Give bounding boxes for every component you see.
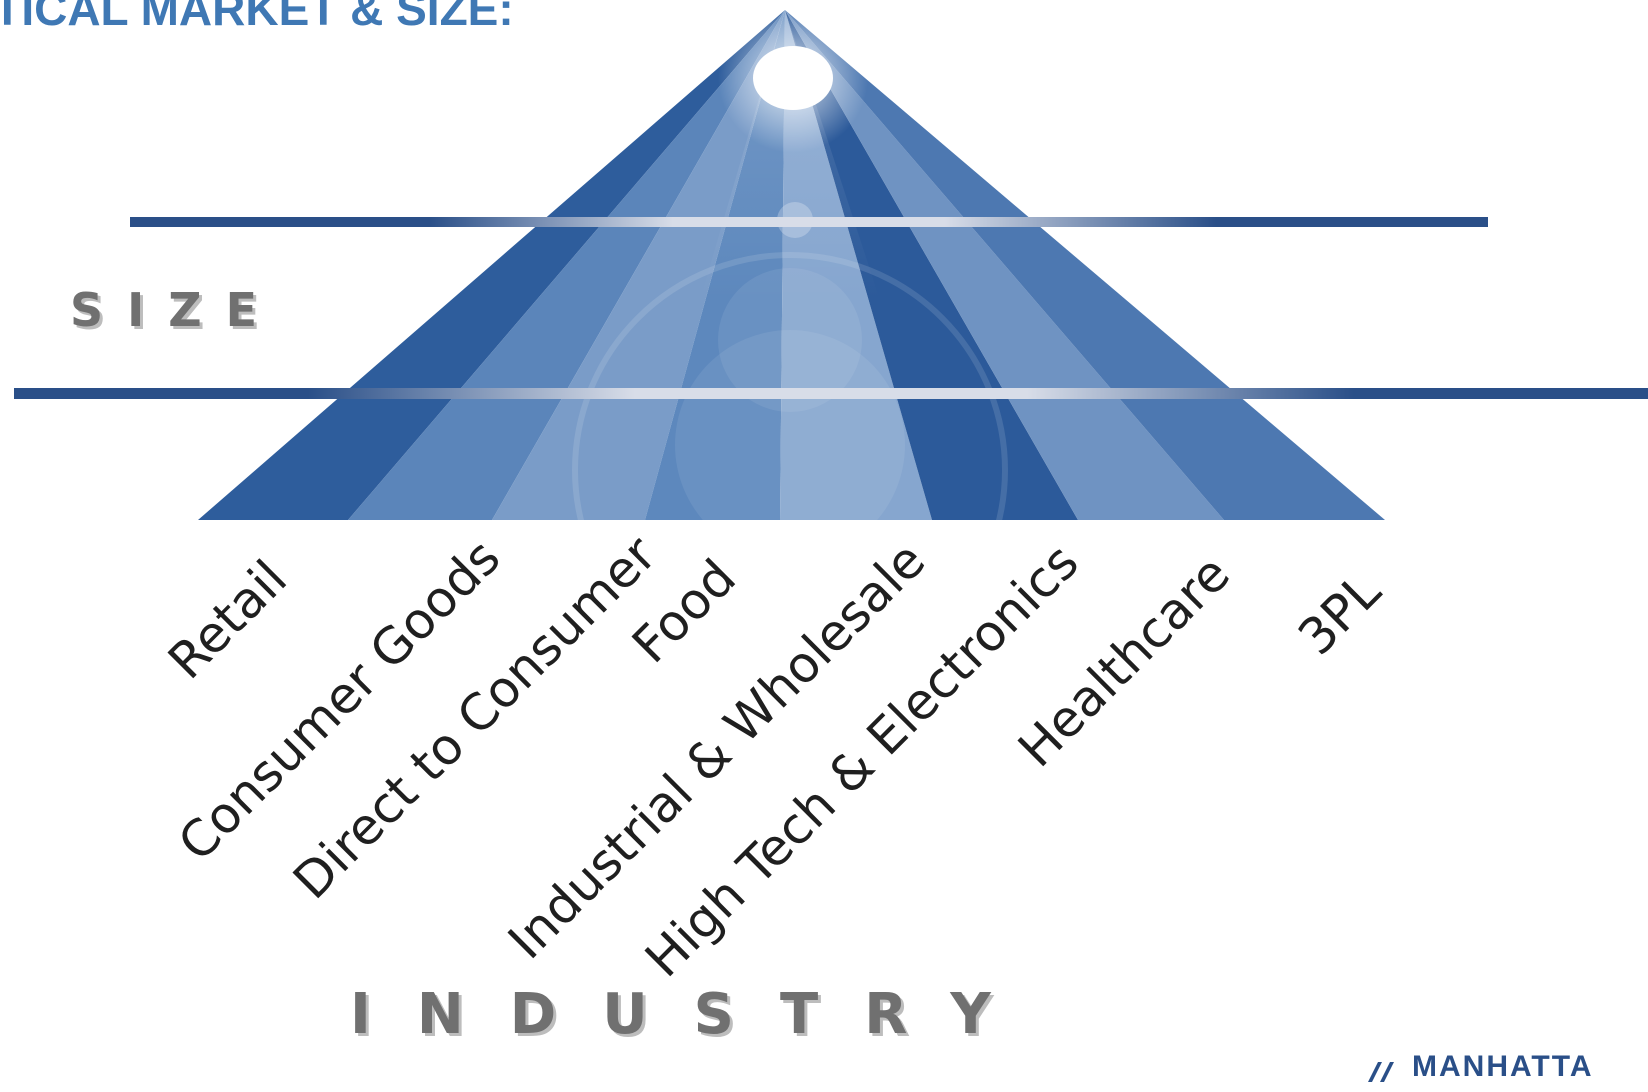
lens-flare [675,330,905,560]
size-band-bottom-line [14,388,1648,399]
company-logo: MANHATTA [1360,1052,1594,1092]
logo-mark-icon [1368,1062,1394,1082]
industry-axis-label: INDUSTRY [350,982,1037,1047]
logo-text: MANHATTA [1412,1050,1594,1083]
light-ray [700,10,880,300]
lens-flare [718,268,862,412]
lens-flare [572,252,1008,688]
slide-title: RTICAL MARKET & SIZE: [0,0,514,35]
size-axis-label: SIZE [70,283,282,337]
size-band-top-line [130,217,1488,227]
apex-sun [753,46,833,110]
